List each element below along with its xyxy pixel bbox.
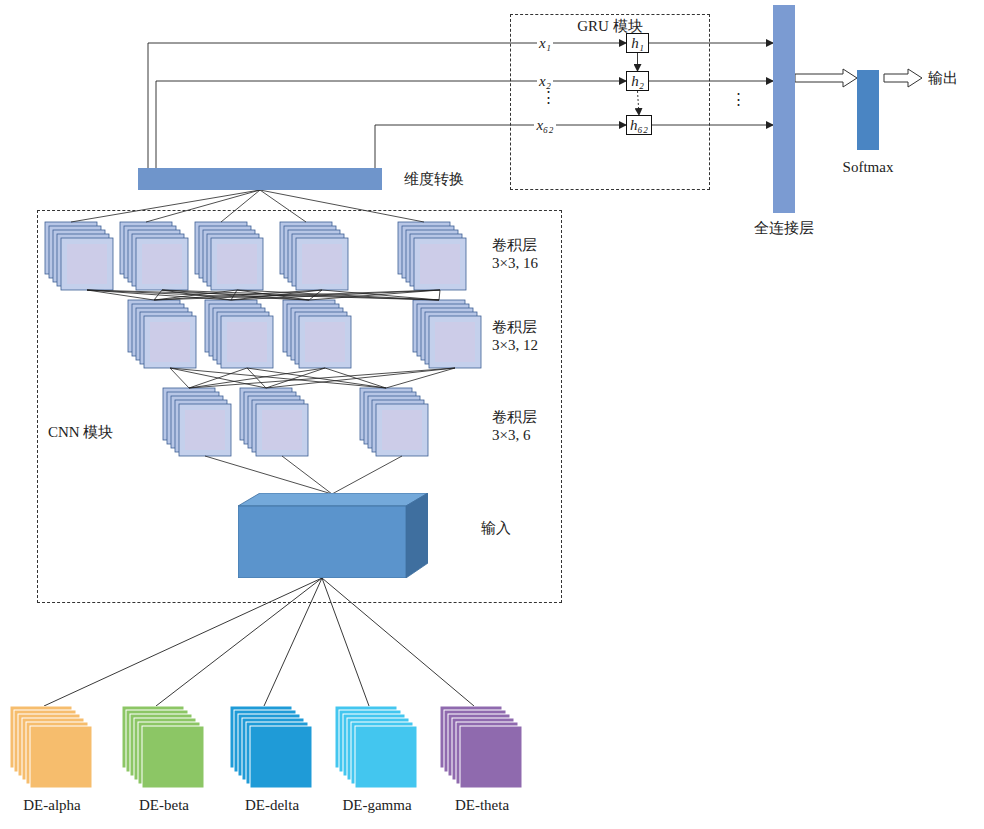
connector: [649, 81, 773, 82]
wire: [266, 368, 455, 388]
node-label: DE-gamma: [342, 796, 411, 814]
wire: [71, 190, 260, 222]
connector: [652, 125, 773, 126]
node-label: DE-alpha: [23, 796, 80, 814]
wire: [309, 290, 322, 300]
dense-layer: 全连接层: [773, 5, 795, 213]
connector: [322, 578, 474, 706]
wire: [282, 456, 332, 494]
state-label: h₁: [631, 34, 644, 52]
layer-label: 卷积层 3×3, 6: [492, 408, 555, 444]
node-label: DE-beta: [139, 796, 189, 814]
feature-input: DE-beta: [122, 706, 206, 790]
ellipsis-mark: 输出: [928, 69, 958, 87]
state-label: h₆₂: [630, 116, 648, 134]
wire: [439, 290, 440, 300]
hidden-state: h₂: [626, 71, 649, 91]
input-tensor: 输入: [238, 493, 428, 578]
feature-stack: [335, 706, 419, 790]
connector: [375, 125, 626, 168]
feature-input: DE-alpha: [10, 706, 94, 790]
feature-map-stack: [205, 300, 273, 368]
wire: [325, 368, 386, 388]
feature-stack: [122, 706, 206, 790]
cnn-module: CNN 模块输入: [37, 210, 562, 603]
connector: [44, 578, 322, 706]
input-label: x₂: [537, 72, 553, 90]
wire: [386, 368, 455, 388]
wire: [154, 290, 440, 300]
block-arrow: [795, 69, 857, 87]
reshape-bar: 维度转换: [138, 168, 382, 190]
connector: [264, 578, 322, 706]
feature-map-stack: [240, 388, 308, 456]
feature-stack: [230, 706, 314, 790]
node-label: Softmax: [843, 158, 894, 176]
wire: [332, 456, 402, 494]
feature-map-stack: [413, 300, 481, 368]
layer-label: 卷积层 3×3, 16: [492, 236, 555, 272]
connector: [649, 43, 773, 44]
feature-map-stack: [45, 222, 113, 290]
node-label: 输入: [481, 519, 511, 537]
wire: [231, 290, 440, 300]
feature-map-stack: [128, 300, 196, 368]
node-label: CNN 模块: [48, 423, 113, 441]
input-label: x₆₂: [534, 116, 555, 134]
node-label: 维度转换: [404, 170, 464, 188]
node-label: DE-delta: [245, 796, 299, 814]
wire: [309, 290, 440, 300]
wire: [221, 190, 260, 222]
connector: [637, 53, 638, 71]
hidden-state: h₁: [626, 33, 649, 53]
wire: [154, 290, 162, 300]
feature-map-stack: [195, 222, 263, 290]
output-arrow: [884, 69, 922, 87]
feature-map-stack: [280, 222, 348, 290]
feature-map-stack: [398, 222, 466, 290]
softmax-layer: Softmax: [857, 70, 879, 150]
wire: [189, 368, 247, 388]
connector: [322, 578, 369, 706]
cube-shape: [238, 493, 428, 578]
connector: [148, 43, 626, 168]
feature-input: DE-delta: [230, 706, 314, 790]
wire: [87, 290, 439, 300]
feature-map-stack: [120, 222, 188, 290]
wire: [260, 190, 424, 222]
ellipsis-mark: ⋮: [541, 88, 556, 106]
wire: [170, 368, 266, 388]
wire: [189, 368, 325, 388]
connector: [156, 578, 322, 706]
layer-label: 卷积层 3×3, 12: [492, 318, 555, 354]
connector: [156, 81, 626, 168]
connector: [638, 91, 640, 115]
wire: [170, 368, 386, 388]
feature-input: DE-gamma: [335, 706, 419, 790]
wire: [247, 368, 386, 388]
input-label: x₁: [537, 34, 553, 52]
feature-map-stack: [360, 388, 428, 456]
wire: [189, 368, 455, 388]
node-label: 全连接层: [754, 219, 814, 237]
feature-input: DE-theta: [440, 706, 524, 790]
feature-map-stack: [163, 388, 231, 456]
ellipsis-mark: ⋮: [731, 90, 746, 108]
wire: [205, 456, 332, 494]
node-label: GRU 模块: [577, 17, 642, 35]
feature-map-stack: [283, 300, 351, 368]
hidden-state: h₆₂: [626, 115, 652, 135]
state-label: h₂: [631, 72, 644, 90]
wire: [146, 190, 260, 222]
feature-stack: [10, 706, 94, 790]
node-label: DE-theta: [455, 796, 509, 814]
feature-stack: [440, 706, 524, 790]
